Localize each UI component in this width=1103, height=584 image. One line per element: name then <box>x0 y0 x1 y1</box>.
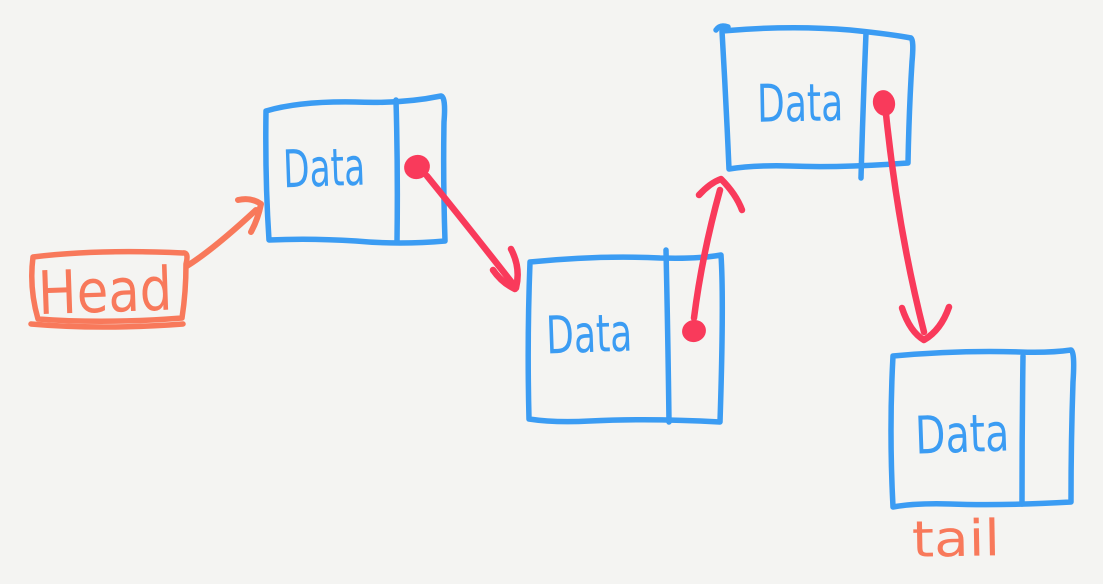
node-2-label: Data <box>545 303 633 366</box>
node-3-pointer-dot <box>872 90 896 116</box>
node2-to-node3-arrow <box>690 175 746 322</box>
arrow-2-shaft <box>690 186 724 322</box>
arrow-3-head <box>898 303 953 344</box>
arrow-3-shaft <box>882 110 928 336</box>
head-box-outline <box>29 248 190 325</box>
node-3-divider <box>858 30 869 181</box>
head-arrow-head <box>235 196 264 235</box>
node-4-group: Data <box>888 347 1077 510</box>
head-to-node1-arrow <box>184 196 264 269</box>
node-4-label: Data <box>914 403 1010 466</box>
node-1-pointer-dot <box>404 154 430 180</box>
arrow-1-head <box>489 245 521 293</box>
node-2-divider <box>663 247 672 425</box>
node-3-box-outline <box>719 24 916 172</box>
node-2-box-outline <box>525 252 726 425</box>
tail-label: tail <box>911 509 1000 569</box>
head-box-group: Head <box>28 248 190 330</box>
node-4-box-outline <box>888 347 1077 510</box>
head-arrow-shaft <box>184 207 259 269</box>
head-label: Head <box>37 255 173 330</box>
node-2-group: Data <box>525 247 726 425</box>
node-1-box-outline <box>263 93 448 246</box>
node-3-group: Data <box>713 23 916 181</box>
node-1-divider <box>393 97 401 245</box>
arrow-1-shaft <box>423 172 517 288</box>
node-1-group: Data <box>263 93 448 246</box>
node-4-divider <box>1019 353 1026 507</box>
node-3-label: Data <box>757 73 844 134</box>
node-3-corner-overshoot <box>713 23 731 33</box>
node-2-pointer-dot <box>682 319 706 343</box>
node3-to-node4-arrow <box>882 110 953 344</box>
node1-to-node2-arrow <box>423 172 521 293</box>
head-box-bottom-double-stroke <box>28 321 186 330</box>
node-1-label: Data <box>282 138 366 201</box>
arrow-2-head <box>695 175 746 214</box>
